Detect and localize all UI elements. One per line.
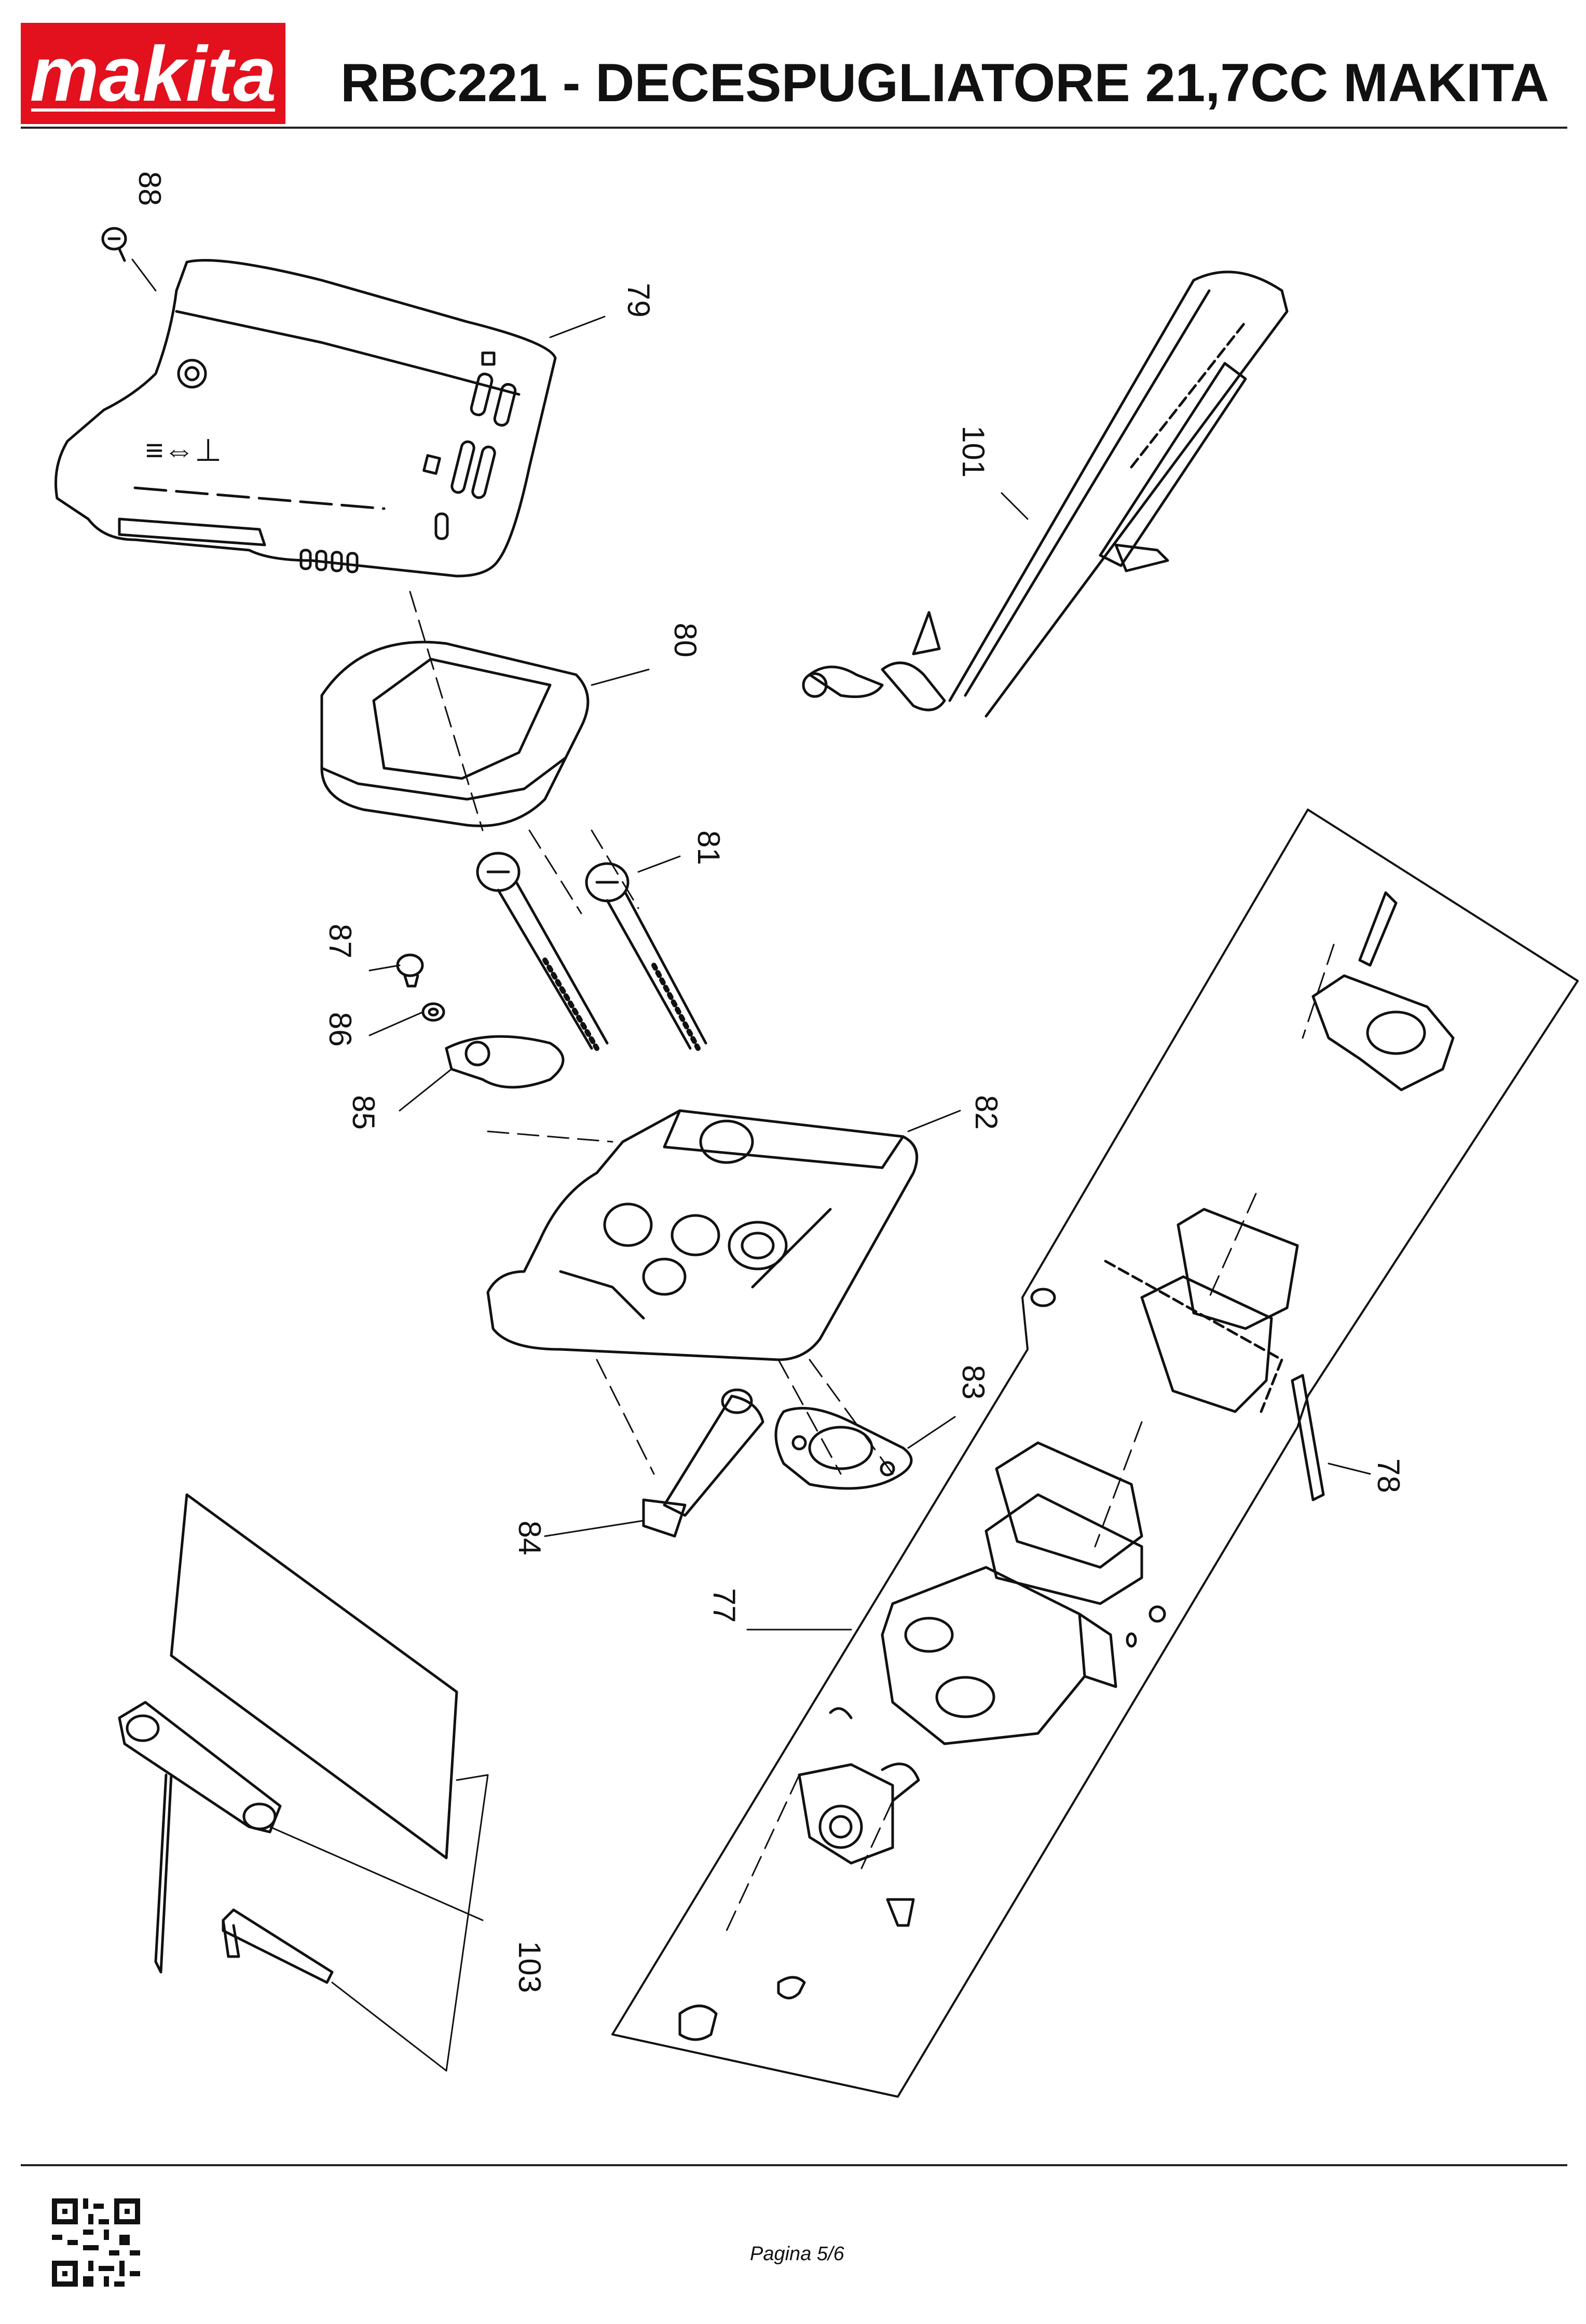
label-87: 87 <box>323 924 358 959</box>
part-78-pin <box>1291 1374 1325 1501</box>
label-81: 81 <box>691 830 726 865</box>
label-85: 85 <box>346 1095 381 1130</box>
header-rule <box>21 127 1567 129</box>
label-86: 86 <box>323 1012 358 1047</box>
qr-code-icon <box>52 2198 140 2287</box>
part-80-air-filter-element <box>320 640 590 827</box>
part-82-air-cleaner-base <box>486 1109 919 1361</box>
label-78: 78 <box>1371 1458 1406 1493</box>
makita-logo: makita <box>21 23 285 124</box>
label-84: 84 <box>512 1521 547 1555</box>
carburetor-group-outline <box>611 809 1579 2098</box>
part-103-tool-kit <box>118 1493 458 1984</box>
label-77: 77 <box>707 1588 742 1623</box>
part-83-gasket <box>774 1406 913 1490</box>
part-86-washer <box>421 1002 445 1022</box>
page-number: Pagina 5/6 <box>750 2243 844 2265</box>
label-103: 103 <box>512 1941 547 1993</box>
part-101-shoulder-strap <box>802 270 1289 718</box>
cover-markings: ≡⇔⊥ <box>145 433 222 468</box>
part-87-screw <box>396 953 424 988</box>
part-81-bolts <box>476 852 707 1051</box>
part-88-screw <box>101 227 127 262</box>
label-101: 101 <box>956 426 991 477</box>
page-title: RBC221 - DECESPUGLIATORE 21,7CC MAKITA <box>340 53 1549 113</box>
label-83: 83 <box>956 1365 991 1400</box>
part-77-carburetor <box>678 891 1455 2041</box>
part-79-air-cleaner-cover <box>54 259 557 578</box>
label-88: 88 <box>132 171 167 206</box>
exploded-parts-diagram: 88 ≡⇔⊥ 79 101 <box>54 171 1579 2098</box>
part-84-choke-rod <box>642 1388 764 1538</box>
label-82: 82 <box>969 1095 1004 1130</box>
footer-rule <box>21 2164 1567 2166</box>
label-80: 80 <box>668 623 703 658</box>
part-85-choke-lever <box>445 1035 565 1089</box>
label-79: 79 <box>621 283 656 318</box>
brand-text: makita <box>30 30 276 117</box>
